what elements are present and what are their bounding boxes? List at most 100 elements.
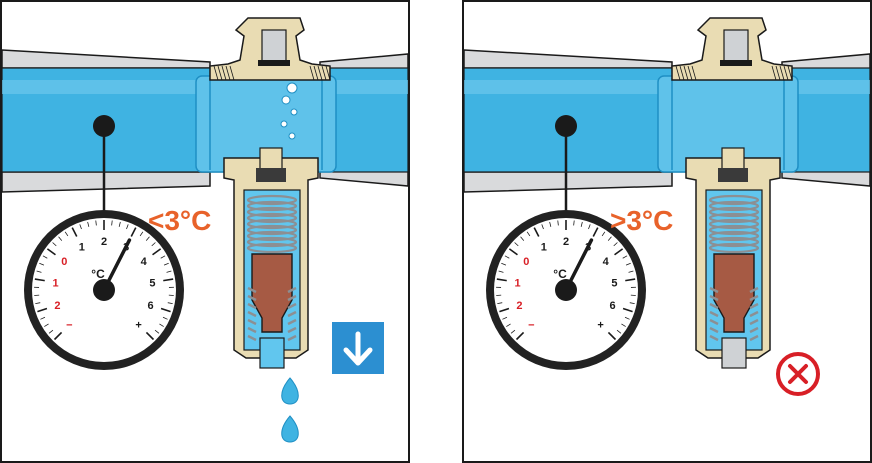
lower-spring-right [749,310,759,318]
gauge-tick [607,331,617,341]
gauge-tick [614,248,624,256]
top-cap-plunger [723,29,749,65]
gauge-tick [624,316,630,320]
spring-coil [708,194,760,206]
gauge-tick [616,329,622,334]
top-cap [209,17,331,81]
air-bubble [280,120,288,128]
spring-coil [708,218,760,230]
outlet-nozzle [721,337,747,369]
lower-spring-left [247,310,257,318]
thread-right [317,65,323,81]
gauge-tick [145,331,155,341]
water-droplet [281,377,299,405]
gauge-tick-label: 5 [611,277,617,289]
lower-spring-right [749,318,759,326]
gauge-tick-label: 0 [61,256,67,268]
gauge-tick [508,248,518,256]
gauge-tick [87,221,90,227]
gauge-tick [499,307,510,313]
gauge-tick [71,227,78,237]
gauge-tick [34,278,45,282]
lower-spring-right [287,334,297,342]
gauge-tick-label: + [597,320,603,332]
lower-spring-left [709,334,719,342]
gauge-tick [163,278,174,282]
gauge-tick-label: 2 [54,300,60,312]
spring-coil [246,206,298,218]
gauge-tick [46,248,56,256]
gauge-hub [555,279,577,301]
gauge-tick [160,307,171,313]
lower-spring-right [287,318,297,326]
gauge-tick [52,242,57,247]
gauge-tick-label: + [135,320,141,332]
thread-left [683,65,689,81]
spring-coil [708,200,760,212]
cross-glyph [788,364,808,384]
thermal-piston [251,253,293,333]
thread-right [771,65,777,81]
gauge-tick [40,316,46,320]
lower-spring-right [287,326,297,334]
spring-coil [246,230,298,242]
gauge-tick-label: 2 [101,236,107,248]
gauge-tick [152,248,162,256]
outlet-nozzle [259,337,285,369]
lower-spring-right [749,294,759,302]
gauge-hub [93,279,115,301]
lower-spring-left [709,302,719,310]
panel-illustration: −210123456+°C<3°C [0,0,410,463]
gauge-tick-label: 2 [563,236,569,248]
spring-coil [708,236,760,248]
valve-body [223,147,319,369]
gauge-tick [130,227,137,237]
gauge-tick-label: 2 [516,300,522,312]
gauge-tick [42,255,48,259]
thread-right [325,65,331,81]
gauge-tick [622,255,628,259]
lower-spring-right [749,326,759,334]
gauge-tick [515,331,525,341]
gauge-tick [514,242,519,247]
gauge-tick [95,220,97,226]
thermometer-gauge: −210123456+°C [486,115,646,370]
gauge-tick-label: 1 [515,277,521,289]
top-cap-plunger [261,29,287,65]
spring-coil [246,218,298,230]
panel-open-state: −210123456+°C<3°C [0,0,410,463]
gauge-tick [601,231,606,237]
lower-spring-left [247,334,257,342]
gauge-tick [622,307,633,313]
spring-coil [708,242,760,254]
thread-right [775,65,781,81]
air-bubble [290,108,298,116]
gauge-tick [625,278,636,282]
lower-spring-right [749,302,759,310]
lower-spring-left [247,326,257,334]
gauge-tick [510,329,516,334]
gauge-tick [557,220,559,226]
thread-right [783,65,789,81]
gauge-tick [126,224,129,230]
top-cap-seal [720,60,752,66]
gauge-tick [497,302,503,305]
gauge-tick [37,307,48,313]
gauge-tick [573,220,575,226]
lower-spring-left [709,326,719,334]
gauge-tick-label: 1 [79,241,85,253]
lower-spring-right [749,286,759,294]
gauge-tick [166,270,172,273]
gauge-tick [111,220,113,226]
thermometer-gauge: −210123456+°C [24,115,184,370]
gauge-tick-label: 6 [610,300,616,312]
water-droplet [281,415,299,443]
thread-right [321,65,327,81]
lower-spring-left [247,294,257,302]
gauge-tick [502,316,508,320]
thread-right [779,65,785,81]
gauge-tick [541,224,544,230]
spring-coil [246,194,298,206]
gauge-tick [628,270,634,273]
thread-right [313,65,319,81]
